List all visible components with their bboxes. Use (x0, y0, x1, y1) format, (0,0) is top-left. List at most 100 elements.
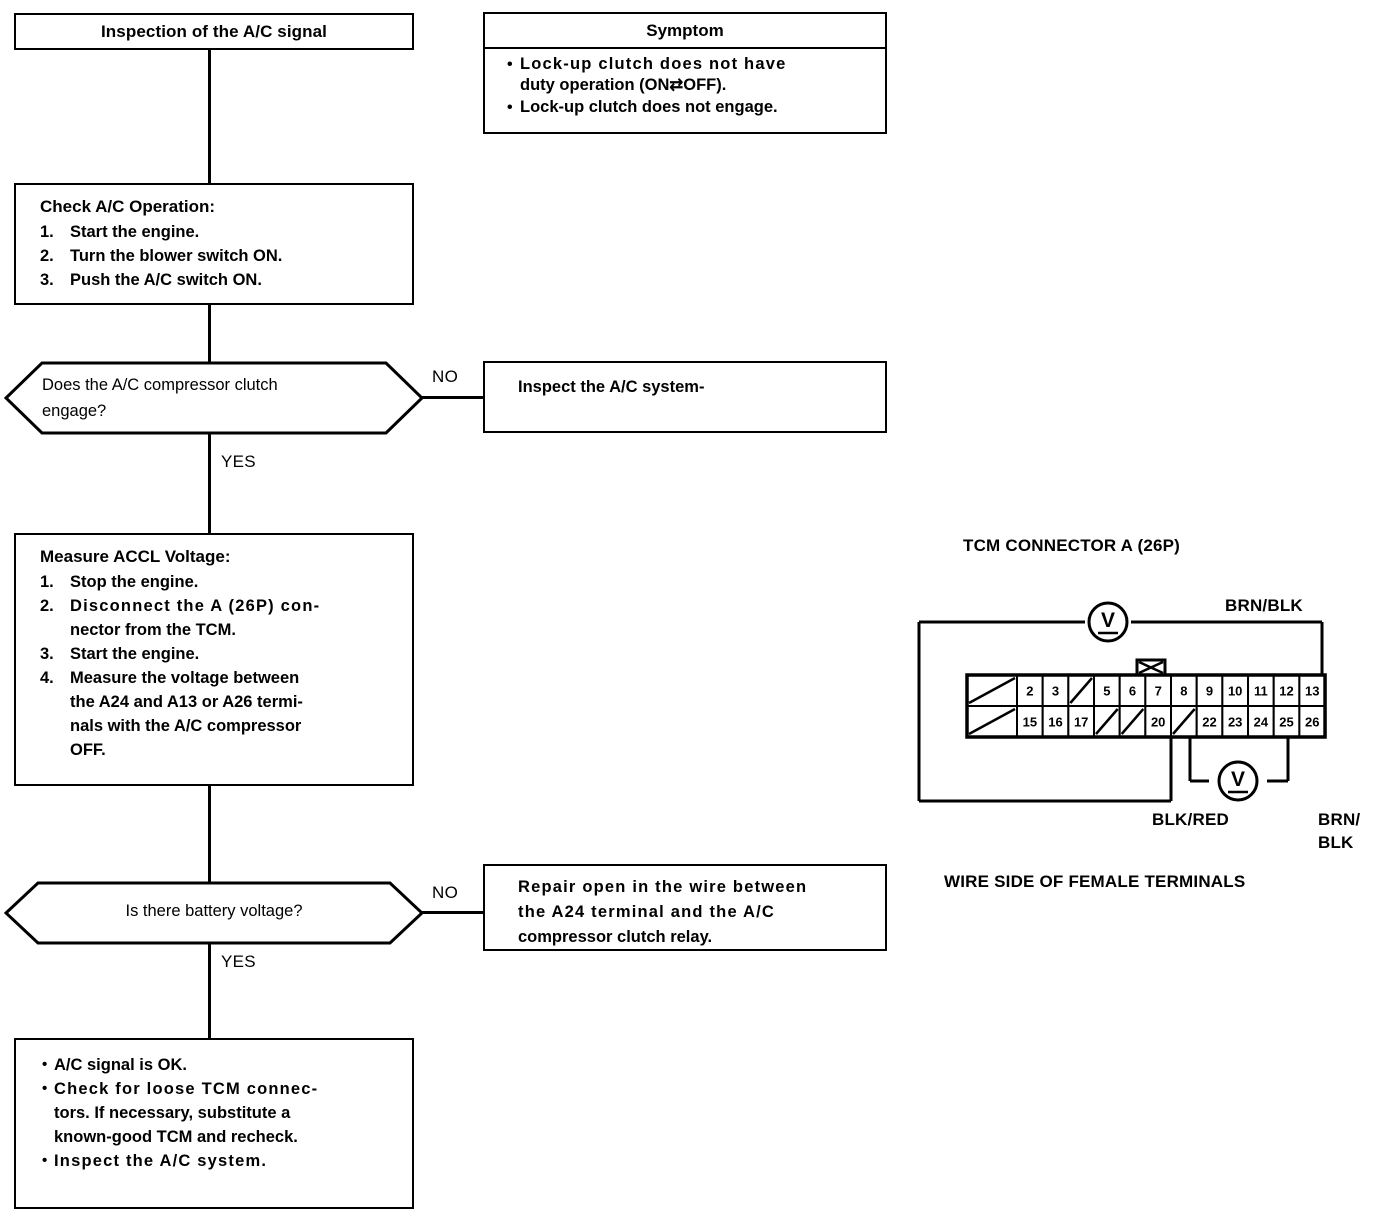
bullet-icon: • (42, 1056, 48, 1073)
step-number: 1. (40, 573, 54, 591)
branch-label-no-2: NO (432, 883, 459, 902)
measure-step-cont: OFF. (40, 738, 402, 762)
decision1-line2: engage? (42, 402, 107, 420)
title-box: Inspection of the A/C signal (14, 13, 414, 50)
pin-number: 15 (1023, 715, 1037, 730)
conclusion-line: tors. If necessary, substitute a (54, 1104, 291, 1122)
measure-step: 4. Measure the voltage between (40, 666, 402, 690)
pin-number: 17 (1074, 715, 1088, 730)
connector-measure-to-decision2 (208, 785, 211, 882)
pin-blank-slash-icon (968, 707, 1016, 736)
voltmeter-icon-1: V (1087, 601, 1129, 643)
check-operation-header: Check A/C Operation: (40, 197, 216, 216)
step-number: 1. (40, 223, 54, 241)
step-number: 3. (40, 645, 54, 663)
voltmeter-icon-2: V (1217, 760, 1259, 802)
conclusion-line: known-good TCM and recheck. (54, 1128, 298, 1146)
pin-cell (1221, 705, 1250, 738)
symptom-item-line: Lock-up clutch does not have (520, 55, 787, 73)
measure-step-cont: nector from the TCM. (40, 618, 402, 642)
pin-blank-slash-icon (1069, 677, 1093, 704)
pin-number: 16 (1048, 715, 1062, 730)
step-text: OFF. (70, 741, 106, 759)
connector-lock-tab-icon (1135, 658, 1167, 677)
connector-decision2-yes (208, 943, 211, 1040)
symptom-body: • Lock-up clutch does not have duty oper… (485, 49, 885, 118)
pin-number: 6 (1129, 684, 1136, 699)
page-title: Inspection of the A/C signal (100, 21, 328, 41)
step-text: nals with the A/C compressor (70, 717, 302, 735)
branch-label-yes-1: YES (221, 452, 256, 471)
decision-compressor-clutch: Does the A/C compressor clutch engage? (3, 360, 425, 441)
step-text: the A24 and A13 or A26 termi- (70, 693, 303, 711)
check-operation-content: Check A/C Operation: 1. Start the engine… (16, 185, 412, 292)
pin-number: 13 (1305, 684, 1319, 699)
pin-blank-slash-icon (1120, 708, 1145, 735)
pin-number: 12 (1279, 684, 1293, 699)
symptom-item-line: duty operation (ON⇄OFF). (520, 76, 727, 94)
bullet-icon: • (507, 56, 513, 73)
pin-cell (1016, 705, 1044, 738)
pin-number: 9 (1206, 684, 1213, 699)
pin-number: 22 (1202, 715, 1216, 730)
pin-number: 23 (1228, 715, 1242, 730)
step-number: 4. (40, 669, 54, 687)
pin-number: 2 (1026, 684, 1033, 699)
step-text: nector from the TCM. (70, 621, 236, 639)
pin-number: 7 (1155, 684, 1162, 699)
check-step: 2. Turn the blower switch ON. (40, 244, 402, 268)
step-text: Turn the blower switch ON. (70, 247, 283, 265)
connector-diagram-title: TCM CONNECTOR A (26P) (963, 536, 1181, 555)
step-text: Start the engine. (70, 223, 200, 241)
measure-step: 1. Stop the engine. (40, 570, 402, 594)
connector-decision1-no (420, 396, 485, 399)
decision1-text: Does the A/C compressor clutch engage? (42, 372, 382, 424)
step-text: Measure the voltage between (70, 669, 300, 687)
pin-number: 3 (1052, 684, 1059, 699)
symptom-box: Symptom • Lock-up clutch does not have d… (483, 12, 887, 134)
repair-line: Repair open in the wire between (518, 878, 808, 896)
decision2-text: Is there battery voltage? (125, 902, 303, 920)
wire-label-blk-red: BLK/RED (1152, 810, 1229, 829)
step-number (40, 690, 70, 714)
step-number: 2. (40, 247, 54, 265)
inspect-ac-system-text: Inspect the A/C system- (518, 378, 705, 396)
connector-body-outline (965, 673, 1327, 739)
repair-line: the A24 terminal and the A/C (518, 903, 776, 921)
repair-open-wire-box: Repair open in the wire between the A24 … (483, 864, 887, 951)
wire-label-brn-blk-bottom-line2: BLK (1318, 833, 1354, 852)
step-text: Push the A/C switch ON. (70, 271, 262, 289)
pin-number: 5 (1103, 684, 1110, 699)
branch-label-yes-2: YES (221, 952, 256, 971)
symptom-item: • Lock-up clutch does not engage. (507, 97, 885, 118)
pin-blank-slash-icon (968, 676, 1016, 705)
symptom-header: Symptom (485, 14, 885, 49)
measure-content: Measure ACCL Voltage: 1. Stop the engine… (16, 535, 412, 762)
connector-check-to-decision1 (208, 304, 211, 362)
conclusion-line: Check for loose TCM connec- (54, 1080, 319, 1098)
pin-number: 24 (1254, 715, 1269, 730)
measure-accl-voltage-box: Measure ACCL Voltage: 1. Stop the engine… (14, 533, 414, 786)
pin-number: 26 (1305, 715, 1319, 730)
check-operation-box: Check A/C Operation: 1. Start the engine… (14, 183, 414, 305)
bullet-icon: • (42, 1080, 48, 1097)
inspect-ac-system-box: Inspect the A/C system- (483, 361, 887, 433)
connector-title-to-check (208, 49, 211, 185)
pin-number: 10 (1228, 684, 1242, 699)
conclusion-box: • A/C signal is OK. • Check for loose TC… (14, 1038, 414, 1209)
repair-text: Repair open in the wire between the A24 … (485, 866, 885, 950)
conclusion-line: Inspect the A/C system. (54, 1152, 268, 1170)
pin-blank-slash-icon (1172, 708, 1196, 735)
repair-line: compressor clutch relay. (518, 928, 713, 946)
conclusion-item: • A/C signal is OK. (42, 1053, 402, 1077)
measure-step-cont: nals with the A/C compressor (40, 714, 402, 738)
step-number (40, 714, 70, 738)
step-number (40, 618, 70, 642)
conclusion-item: • Inspect the A/C system. (42, 1149, 402, 1173)
symptom-item: • Lock-up clutch does not have duty oper… (507, 54, 885, 96)
connector-diagram-caption: WIRE SIDE OF FEMALE TERMINALS (944, 872, 1246, 891)
conclusion-content: • A/C signal is OK. • Check for loose TC… (16, 1040, 412, 1173)
pin-number: 11 (1254, 684, 1268, 699)
decision-battery-voltage: Is there battery voltage? (3, 880, 425, 951)
symptom-item-line: Lock-up clutch does not engage. (520, 98, 778, 116)
